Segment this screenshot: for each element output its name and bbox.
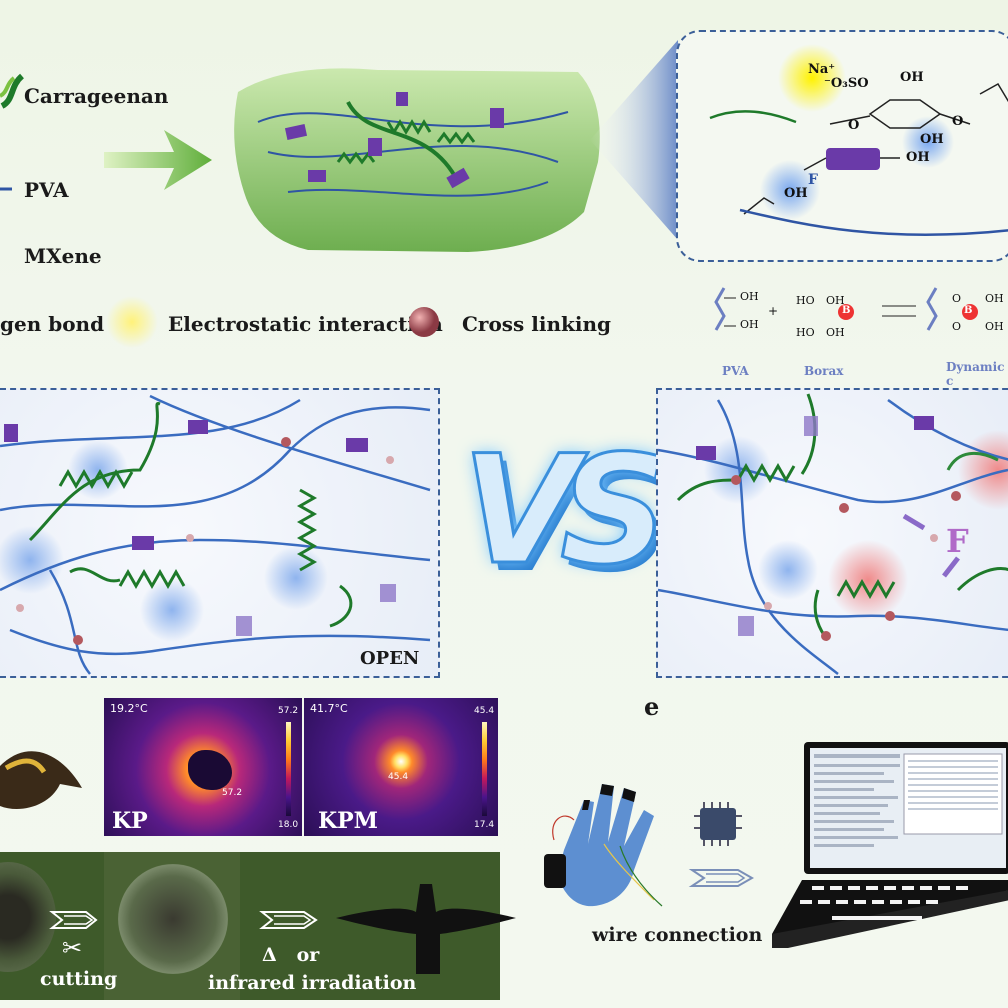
legend-cross-linking: Cross linking bbox=[462, 312, 611, 336]
reaction-ho-bottom: HO bbox=[796, 326, 815, 339]
eagle-sculpture bbox=[336, 884, 516, 974]
hydrogel-block bbox=[234, 68, 600, 252]
reaction-b-2: B bbox=[964, 305, 973, 316]
kp-temp: 19.2°C bbox=[110, 702, 148, 715]
reaction-o-1: O bbox=[952, 292, 962, 305]
legend-pva: PVA bbox=[24, 178, 69, 202]
open-label: OPEN bbox=[360, 648, 420, 669]
reaction-o-2: O bbox=[952, 320, 962, 333]
reaction-oh-top: OH bbox=[826, 294, 845, 307]
recycling-strip: ✂ cutting Δ or infrared irradiation bbox=[0, 852, 516, 1000]
scissors-icon: ✂ bbox=[62, 934, 83, 962]
electrostatic-glow-icon bbox=[106, 296, 158, 348]
chem-oh-left: OH bbox=[784, 186, 808, 201]
kp-min: 18.0 bbox=[278, 820, 299, 830]
reaction-pva-label: PVA bbox=[722, 364, 749, 378]
process-arrow-icon bbox=[104, 130, 212, 190]
legend-electrostatic: Electrostatic interaction bbox=[168, 312, 443, 336]
reaction-oh-3: OH bbox=[985, 292, 1004, 305]
open-network-drawing bbox=[0, 394, 431, 675]
kp-colorbar bbox=[286, 722, 291, 816]
reaction-dynamic-label: Dynamic c bbox=[946, 360, 1005, 388]
reaction-plus: + bbox=[768, 304, 779, 318]
carrageenan-icon bbox=[0, 73, 25, 109]
chem-oh-top: OH bbox=[900, 70, 924, 85]
chem-oh-mx: OH bbox=[906, 150, 930, 165]
legend-mxene: MXene bbox=[24, 244, 102, 268]
reaction-oh-4: OH bbox=[985, 320, 1004, 333]
chem-f: F bbox=[808, 172, 818, 188]
wire-connection-label: wire connection bbox=[592, 924, 763, 946]
kp-max: 57.2 bbox=[278, 706, 299, 716]
chemical-structure-drawing bbox=[709, 44, 1008, 237]
microchip-icon bbox=[694, 802, 742, 846]
glove-hand bbox=[544, 784, 663, 907]
petri-dish-2 bbox=[104, 852, 240, 1000]
thermal-image-kp: 19.2°C 57.2 18.0 57.2 KP bbox=[104, 698, 302, 836]
delta-or-label: Δ or bbox=[262, 944, 320, 966]
vs-emblem: VS bbox=[460, 424, 669, 598]
chem-so3: ⁻O₃SO bbox=[824, 76, 869, 91]
kp-spot: 57.2 bbox=[222, 788, 243, 798]
legend-carrageenan: Carrageenan bbox=[24, 84, 169, 108]
infrared-label: infrared irradiation bbox=[208, 972, 417, 994]
pva-line-icon bbox=[0, 187, 12, 191]
kpm-max: 45.4 bbox=[474, 706, 495, 716]
petri-dish-1 bbox=[0, 862, 56, 972]
zoom-wedge bbox=[590, 40, 678, 240]
chem-o-right: O bbox=[952, 114, 964, 129]
panel-e-label: e bbox=[644, 692, 660, 721]
laptop-icon bbox=[772, 742, 1008, 948]
kpm-min: 17.4 bbox=[474, 820, 495, 830]
chem-o-left: O bbox=[848, 118, 860, 133]
closed-network-drawing bbox=[657, 393, 1008, 675]
reaction-borax-label: Borax bbox=[804, 364, 844, 378]
kp-label: KP bbox=[112, 808, 148, 834]
crosslink-sphere-icon bbox=[409, 307, 439, 337]
cutting-label: cutting bbox=[40, 968, 118, 990]
chem-oh-ring: OH bbox=[920, 132, 944, 147]
reaction-oh-bottom: OH bbox=[826, 326, 845, 339]
thermal-image-kpm: 41.7°C 45.4 17.4 45.4 KPM bbox=[304, 698, 498, 836]
reaction-b: B bbox=[842, 305, 851, 316]
reaction-oh-1: OH bbox=[740, 290, 759, 303]
kpm-colorbar bbox=[482, 722, 487, 816]
f-ion-label: F bbox=[946, 522, 969, 560]
chem-na: Na⁺ bbox=[808, 62, 836, 77]
kpm-label: KPM bbox=[318, 808, 379, 834]
reaction-scheme bbox=[714, 287, 978, 331]
legend-hydrogen-bond: gen bond bbox=[0, 312, 105, 336]
reaction-oh-2: OH bbox=[740, 318, 759, 331]
right-arrow-icon-2 bbox=[259, 911, 318, 929]
reaction-ho-top: HO bbox=[796, 294, 815, 307]
leaf-sample-icon bbox=[0, 751, 82, 810]
right-arrow-icon-1 bbox=[49, 911, 98, 929]
kpm-spot: 45.4 bbox=[388, 772, 409, 782]
kp-dark-shape bbox=[188, 750, 232, 790]
kpm-temp: 41.7°C bbox=[310, 702, 348, 715]
closed-network-panel bbox=[656, 388, 1008, 678]
right-arrow-icon-3 bbox=[688, 869, 755, 887]
